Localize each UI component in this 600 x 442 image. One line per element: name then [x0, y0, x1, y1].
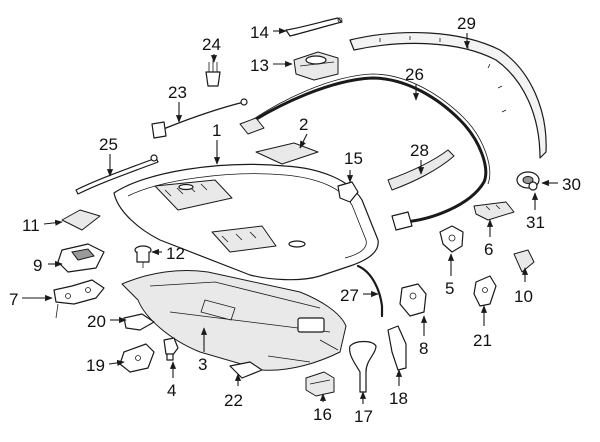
callout-30: 30: [541, 175, 581, 194]
callout-2: 2: [299, 115, 308, 149]
callout-label: 10: [514, 287, 533, 306]
callout-27: 27: [340, 286, 379, 305]
callout-12: 12: [151, 244, 185, 263]
callout-8: 8: [419, 315, 428, 358]
bracket-5: [439, 225, 464, 253]
bracket-6: [473, 201, 515, 221]
callout-17: 17: [354, 391, 373, 426]
callout-11: 11: [22, 216, 63, 235]
bumper-16: [305, 371, 335, 397]
callout-10: 10: [514, 267, 533, 306]
callout-9: 9: [33, 256, 63, 275]
callout-14: 14: [250, 23, 287, 42]
callout-15: 15: [344, 149, 363, 183]
strip-18: [387, 325, 407, 371]
clip-20: [123, 313, 155, 331]
callout-4: 4: [167, 361, 176, 400]
grommet-31: [528, 181, 538, 191]
callout-label: 20: [87, 312, 106, 331]
callout-label: 9: [33, 256, 42, 275]
callout-label: 27: [340, 286, 359, 305]
latch-8: [399, 283, 427, 317]
callout-label: 25: [99, 135, 118, 154]
callout-25: 25: [99, 135, 118, 177]
callout-29: 29: [457, 14, 476, 49]
callout-label: 3: [198, 355, 207, 374]
callout-label: 14: [250, 23, 269, 42]
pad-2: [255, 142, 319, 165]
callout-19: 19: [86, 356, 125, 375]
callout-21: 21: [473, 305, 492, 350]
callout-16: 16: [313, 393, 332, 424]
cable-27: [356, 264, 384, 318]
long-seal-29: [349, 31, 547, 159]
clip-4: [163, 337, 179, 361]
callout-28: 28: [410, 141, 429, 175]
callout-label: 19: [86, 356, 105, 375]
callout-label: 15: [344, 149, 363, 168]
callout-label: 18: [389, 389, 408, 408]
callout-label: 12: [166, 244, 185, 263]
seal-frame-26: [239, 73, 491, 231]
cap-10: [513, 249, 535, 273]
callout-label: 24: [202, 35, 221, 54]
grommet-12: [134, 245, 152, 268]
cable-14: [285, 17, 343, 37]
bracket-21: [473, 275, 497, 307]
callout-23: 23: [168, 83, 187, 123]
callout-22: 22: [224, 373, 243, 410]
trunk-lid-panel: [113, 163, 379, 281]
callout-24: 24: [202, 35, 221, 63]
callout-label: 16: [313, 405, 332, 424]
handle-bracket-9: [57, 243, 105, 273]
callout-6: 6: [484, 219, 493, 259]
callout-label: 30: [562, 175, 581, 194]
callout-label: 11: [22, 216, 40, 235]
pump-13: [293, 51, 339, 81]
callout-label: 13: [250, 56, 269, 75]
callout-26: 26: [405, 65, 424, 101]
callout-label: 28: [410, 141, 429, 160]
callout-1: 1: [212, 121, 221, 165]
callout-label: 29: [457, 14, 476, 33]
callout-5: 5: [445, 253, 454, 298]
callout-label: 7: [9, 290, 18, 309]
callout-3: 3: [198, 327, 207, 374]
callout-7: 7: [9, 290, 53, 309]
bracket-19: [119, 343, 155, 373]
callout-label: 1: [212, 121, 221, 140]
trunk-lid-inner-frame: [121, 270, 347, 371]
pad-11: [61, 209, 101, 231]
callout-label: 5: [445, 279, 454, 298]
clip-24: [205, 60, 221, 87]
callout-label: 8: [419, 339, 428, 358]
callout-label: 17: [354, 407, 373, 426]
callout-18: 18: [389, 369, 408, 408]
callout-label: 31: [526, 213, 545, 232]
callout-label: 6: [484, 240, 493, 259]
callout-label: 22: [224, 391, 243, 410]
callout-13: 13: [250, 56, 293, 75]
hinge-plate-7: [53, 279, 105, 319]
cable-23: [151, 98, 248, 139]
callout-label: 26: [405, 65, 424, 84]
callout-label: 2: [299, 115, 308, 134]
rod-25: [75, 154, 159, 195]
callout-label: 4: [167, 381, 176, 400]
callout-31: 31: [526, 192, 545, 232]
callout-label: 21: [473, 331, 492, 350]
callout-20: 20: [87, 312, 127, 331]
callout-label: 23: [168, 83, 187, 102]
strap-17: [349, 340, 377, 393]
